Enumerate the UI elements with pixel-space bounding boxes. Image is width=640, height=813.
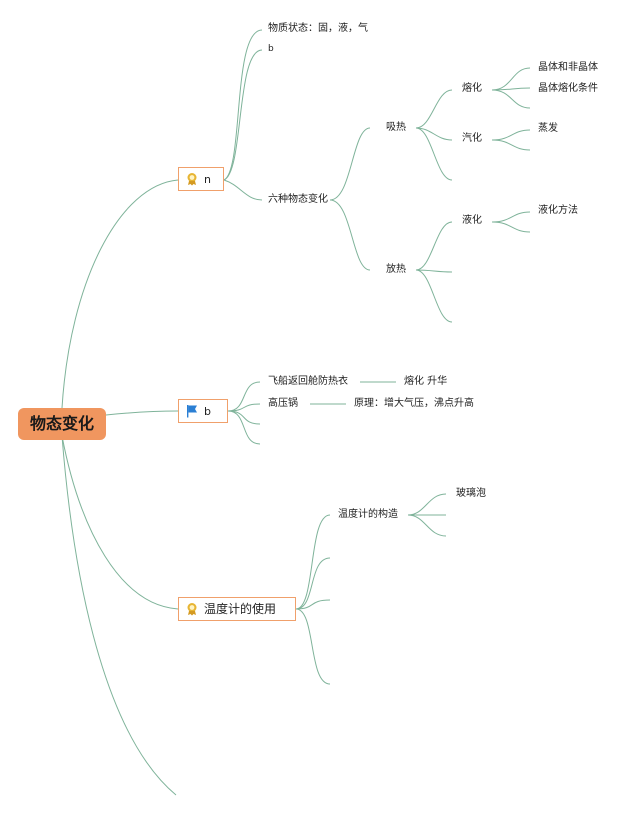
award-badge-icon <box>187 603 197 616</box>
topic-glass-bulb[interactable]: 玻璃泡 <box>456 488 486 499</box>
topic-pressure-cooker[interactable]: 高压锅 <box>268 398 298 409</box>
topic-evaporation[interactable]: 蒸发 <box>538 123 558 134</box>
topic-absorb-heat[interactable]: 吸热 <box>386 122 406 133</box>
blue-flag-icon <box>187 405 197 418</box>
branch-thermometer-label: 温度计的使用 <box>204 602 277 616</box>
topic-b[interactable]: b <box>268 44 274 54</box>
topic-heat-shield-note[interactable]: 熔化 升华 <box>404 376 448 387</box>
topic-thermometer-structure[interactable]: 温度计的构造 <box>338 509 398 520</box>
branch-b-topic[interactable]: b <box>178 399 228 423</box>
branch-b-label: b <box>204 404 211 418</box>
topic-release-heat[interactable]: 放热 <box>386 264 406 275</box>
branch-thermometer-topic[interactable]: 温度计的使用 <box>178 597 296 621</box>
branch-n-label: n <box>204 172 211 186</box>
topic-heat-shield[interactable]: 飞船返回舱防热衣 <box>268 376 348 387</box>
topic-state[interactable]: 物质状态：固，液，气 <box>268 23 368 34</box>
topic-liquefaction[interactable]: 液化 <box>462 215 482 226</box>
topic-pressure-cooker-note[interactable]: 原理：增大气压，沸点升高 <box>354 398 474 409</box>
topic-vaporization[interactable]: 汽化 <box>462 133 482 144</box>
award-badge-icon <box>187 173 197 186</box>
topic-melting[interactable]: 熔化 <box>462 83 482 94</box>
topic-liquefaction-method[interactable]: 液化方法 <box>538 205 578 216</box>
branch-n-topic[interactable]: n <box>178 167 224 191</box>
topic-crystal[interactable]: 晶体和非晶体 <box>538 62 598 73</box>
topic-crystal-condition[interactable]: 晶体熔化条件 <box>538 83 598 94</box>
root-topic[interactable]: 物态变化 <box>18 408 106 440</box>
topic-six-changes[interactable]: 六种物态变化 <box>268 194 328 205</box>
